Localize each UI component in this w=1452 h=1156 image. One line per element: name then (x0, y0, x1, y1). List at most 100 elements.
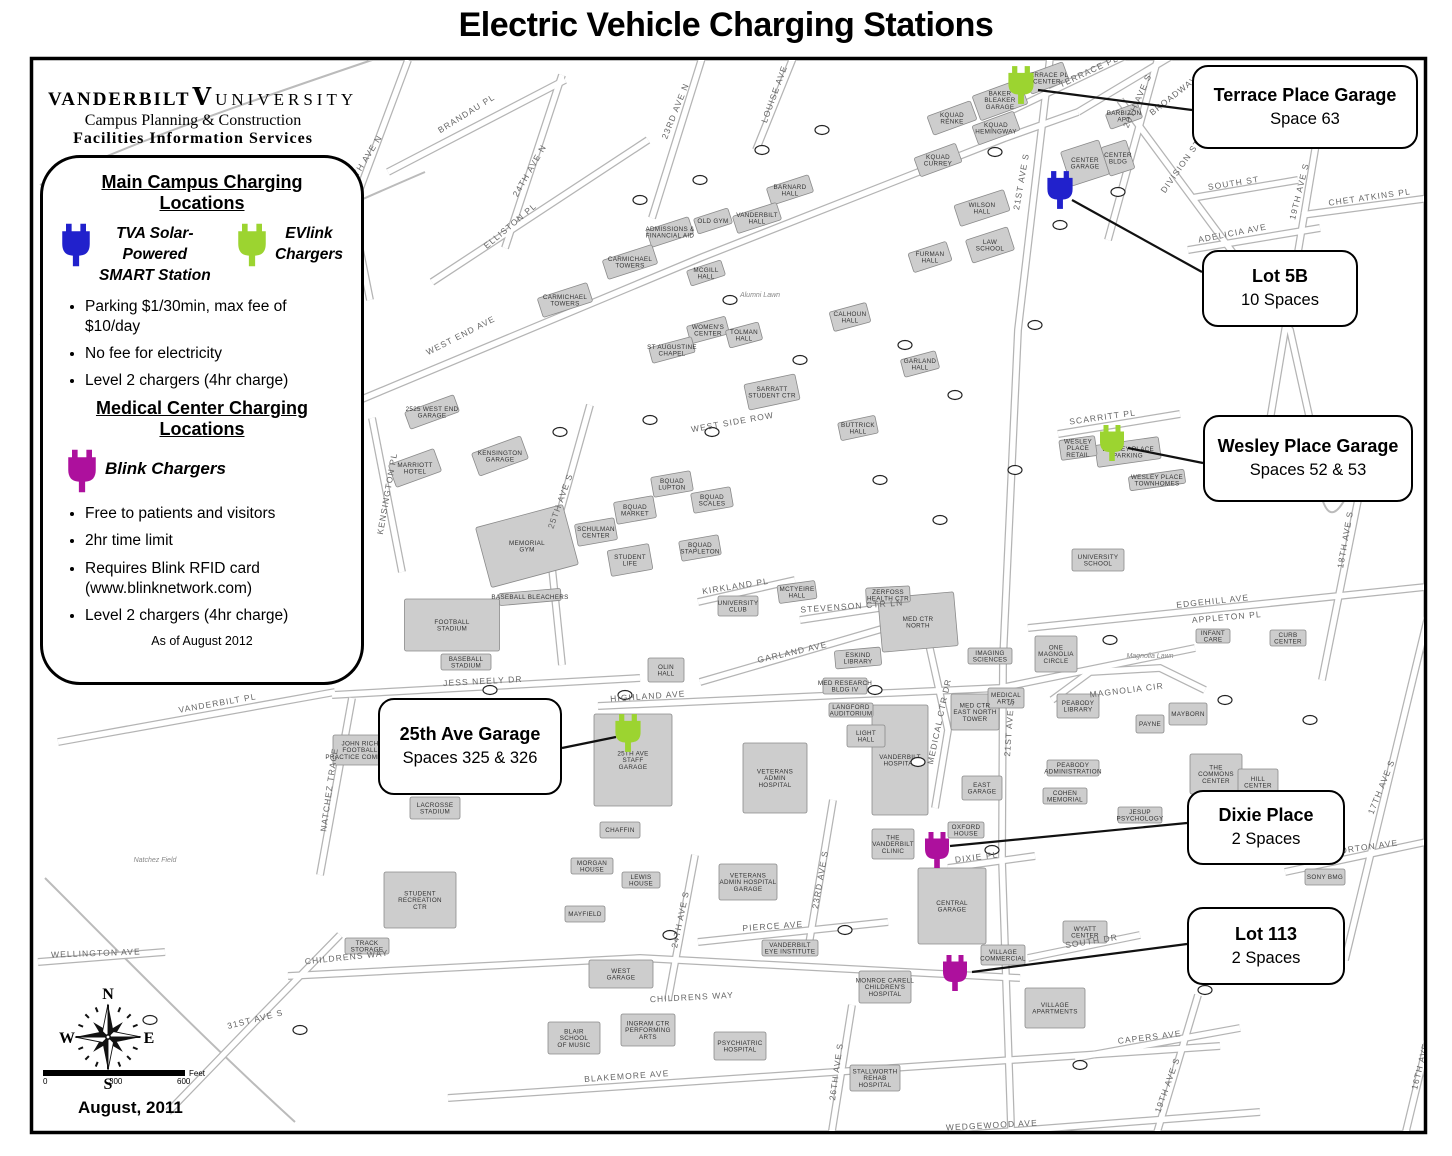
building (693, 207, 733, 235)
callout-title: 25th Ave Garage (399, 724, 541, 745)
compass-star (74, 1003, 142, 1071)
building (547, 1021, 601, 1055)
building (620, 1013, 676, 1047)
building (953, 189, 1011, 227)
callout-spaces: Spaces 52 & 53 (1249, 461, 1367, 480)
street-label: JESS NEELY DR (443, 674, 523, 688)
charger-marker-dixie-place (925, 832, 949, 868)
building (686, 316, 730, 344)
scale-numbers: 0 300 600 (43, 1076, 190, 1086)
compass-south-label: S (104, 1076, 113, 1093)
building (718, 863, 778, 901)
leader-line (561, 735, 617, 750)
legend-medical-bullets: Free to patients and visitors 2hr time l… (65, 504, 343, 626)
scale-unit-label: Feet (189, 1069, 206, 1078)
building (972, 111, 1020, 145)
building (344, 937, 390, 955)
compass-north-label: N (102, 986, 114, 1003)
callout-title: Lot 113 (1234, 923, 1298, 944)
university-name-left: VANDERBILT (48, 89, 191, 110)
building (858, 970, 912, 1004)
callout-25th-ave-garage: 25th Ave Garage Spaces 325 & 326 (378, 698, 562, 795)
building (388, 448, 442, 488)
callout-lot-5b: Lot 5B 10 Spaces (1202, 250, 1358, 327)
building-label: BASEBALL BLEACHERS (491, 594, 568, 601)
building (1062, 920, 1108, 944)
plug-icon-magenta (68, 450, 96, 493)
bullet-parking-fee: Parking $1/30min, max fee of $10/day (85, 297, 343, 337)
building (1117, 806, 1163, 824)
scale-600: 600 (177, 1077, 191, 1086)
building (570, 857, 614, 875)
leader-line (971, 942, 1188, 974)
building (871, 828, 915, 860)
building (1042, 787, 1088, 805)
building (947, 821, 985, 839)
callout-terrace-place-garage: Terrace Place Garage Space 63 (1192, 65, 1418, 149)
building (834, 646, 882, 670)
building (599, 821, 641, 839)
building (865, 585, 911, 605)
bullet-free-patients: Free to patients and visitors (85, 504, 343, 524)
building (648, 336, 696, 364)
building (1034, 635, 1078, 673)
charger-marker-lot-113 (943, 955, 967, 991)
building (564, 905, 606, 923)
callout-spaces: 10 Spaces (1241, 291, 1319, 310)
charger-marker-terrace-place-garage (1008, 66, 1034, 104)
legend-as-of: As of August 2012 (151, 634, 253, 649)
leader-line (949, 821, 1188, 848)
building (1304, 868, 1346, 886)
university-name-right: UNIVERSITY (215, 90, 358, 109)
building (602, 244, 658, 280)
street-label: WEDGEWOOD AVE (946, 1118, 1038, 1133)
street-label: CHILDRENS WAY (650, 990, 735, 1004)
building (927, 100, 977, 136)
building (1195, 628, 1231, 644)
lawn-label: Alumni Lawn (739, 292, 780, 299)
legend-main-items: TVA Solar- Powered SMART Station EVlink … (61, 222, 343, 287)
vanderbilt-logo: V (192, 82, 214, 111)
bullet-time-limit: 2hr time limit (85, 531, 343, 551)
building (849, 1064, 901, 1092)
building (650, 470, 694, 498)
legend-item-evlink-label: EVlink Chargers (274, 225, 343, 263)
scale-300: 300 (109, 1077, 123, 1086)
charger-marker-wesley-place-garage (1100, 425, 1124, 461)
lawn-label: Natchez Field (134, 857, 178, 864)
building (404, 394, 460, 430)
